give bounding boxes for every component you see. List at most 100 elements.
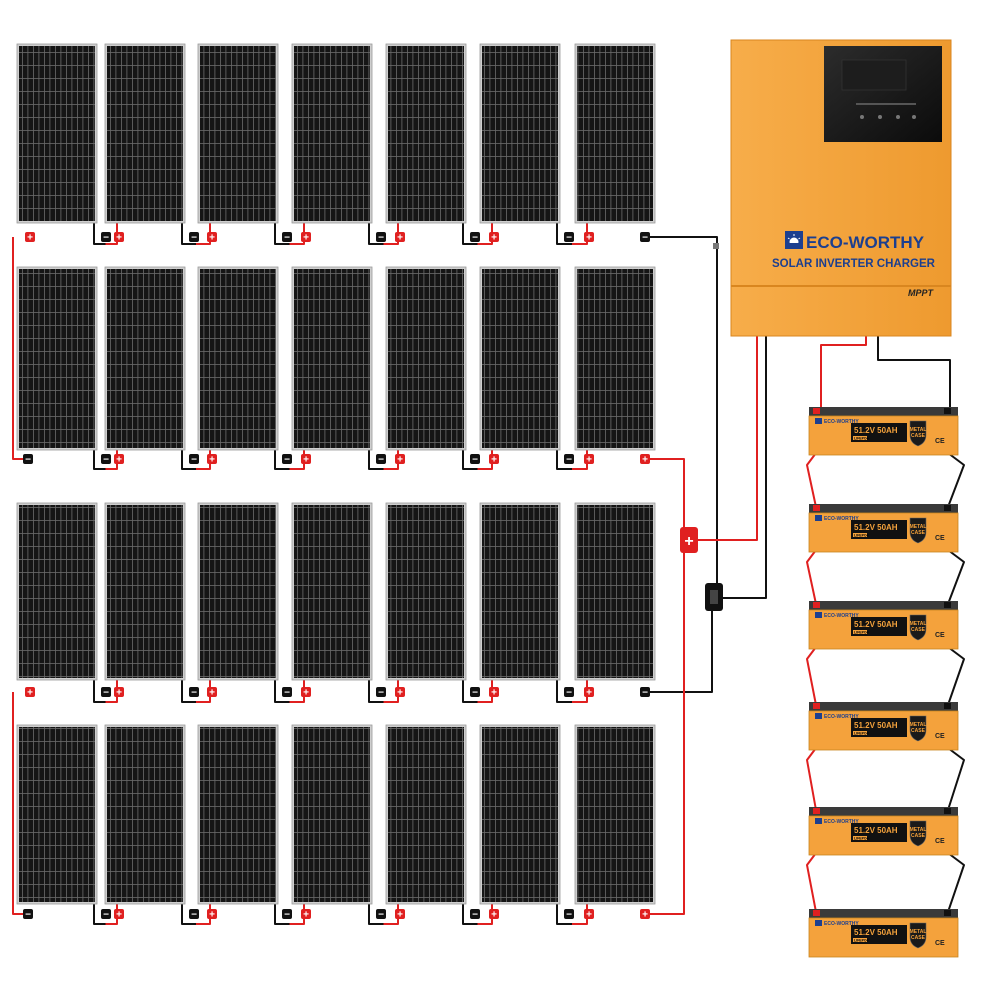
positive-connector: + [114, 687, 124, 699]
minus-sign: − [284, 233, 290, 244]
ce-mark: CE [935, 535, 945, 542]
connector-body [101, 232, 111, 242]
minus-sign: − [103, 455, 109, 466]
plus-sign: + [586, 455, 592, 466]
positive-connector: + [301, 232, 311, 244]
plus-sign: + [586, 910, 592, 921]
ce-mark: CE [935, 838, 945, 845]
ce-mark: CE [935, 733, 945, 740]
plus-sign: + [209, 455, 215, 466]
series-link-negative [368, 448, 384, 470]
positive-connector: + [207, 454, 217, 466]
mppt-mark: MPPT [908, 288, 935, 298]
connector-body [282, 909, 292, 919]
negative-connector: − [470, 454, 480, 466]
battery-parallel-negative [947, 549, 965, 605]
minus-sign: − [642, 233, 648, 244]
minus-sign: − [284, 910, 290, 921]
ce-mark: CE [935, 438, 945, 445]
row3-row4-jumper [12, 692, 25, 915]
connector-body [470, 687, 480, 697]
plus-sign: + [397, 455, 403, 466]
series-link-negative [368, 902, 384, 925]
negative-connector: − [376, 687, 386, 699]
series-link-negative [462, 221, 478, 245]
series-link-positive [383, 678, 399, 703]
minus-sign: − [378, 455, 384, 466]
solar-panel [16, 266, 98, 451]
minus-sign: − [642, 688, 648, 699]
ce-mark: CE [935, 940, 945, 947]
series-link-negative [556, 902, 572, 925]
solar-panel [16, 724, 98, 905]
plus-sign: + [491, 910, 497, 921]
series-link-negative [181, 221, 196, 245]
battery-parallel-negative [947, 452, 965, 508]
array-negative-1 [649, 236, 718, 590]
plus-sign: + [209, 688, 215, 699]
connector-body [564, 687, 574, 697]
row1-row2-jumper [12, 237, 25, 460]
solar-panel [479, 266, 561, 451]
branch-window [710, 590, 718, 604]
positive-connector: + [584, 909, 594, 921]
battery-lid [809, 909, 958, 918]
negative-connector: − [282, 909, 292, 921]
negative-connector: − [101, 909, 111, 921]
shield-text-metal: METAL [910, 827, 927, 833]
series-link-positive [105, 221, 118, 245]
sun-logo-icon [815, 515, 822, 521]
connector-body [101, 454, 111, 464]
battery-brand: ECO-WORTHY [824, 819, 859, 825]
positive-connector: + [584, 232, 594, 244]
plus-sign: + [116, 455, 122, 466]
battery-positive-terminal [813, 703, 820, 709]
panel-cells [107, 269, 183, 448]
connector-body [395, 454, 405, 464]
plus-sign: + [684, 533, 693, 550]
battery-parallel-positive [806, 852, 817, 913]
series-link-negative [274, 448, 290, 470]
positive-connector: + [584, 687, 594, 699]
positive-connector: + [25, 687, 35, 699]
minus-sign: − [191, 688, 197, 699]
battery-spec-label: 51.2V 50AH [854, 620, 898, 629]
inverter-button [896, 115, 900, 119]
positive-connector: + [395, 454, 405, 466]
panel-cells [577, 727, 653, 902]
connector-body [470, 232, 480, 242]
plus-sign: + [491, 688, 497, 699]
battery-spec-label: 51.2V 50AH [854, 426, 898, 435]
panel-cells [107, 46, 183, 221]
battery-parallel-positive [806, 747, 817, 811]
series-link-negative [93, 221, 106, 245]
connector-body [489, 687, 499, 697]
series-link-negative [93, 678, 106, 703]
plus-sign: + [397, 910, 403, 921]
solar-panel [574, 43, 656, 224]
positive-connector: + [395, 232, 405, 244]
solar-panel [16, 43, 98, 224]
negative-connector: − [564, 687, 574, 699]
sun-logo-icon [785, 231, 803, 249]
battery-brand: ECO-WORTHY [824, 714, 859, 720]
connector-body [395, 909, 405, 919]
battery-positive-terminal [813, 910, 820, 916]
negative-connector: − [376, 232, 386, 244]
solar-panel [479, 724, 561, 905]
minus-sign: − [284, 455, 290, 466]
battery-parallel-negative [947, 646, 965, 706]
plus-sign: + [209, 910, 215, 921]
connector-body [189, 454, 199, 464]
panel-cells [577, 269, 653, 448]
sun-logo-icon [815, 920, 822, 926]
panel-cells [19, 727, 95, 902]
sun-logo-icon [815, 818, 822, 824]
series-link-negative [181, 678, 196, 703]
series-link-positive [572, 678, 588, 703]
connector-body [376, 687, 386, 697]
negative-connector: − [282, 454, 292, 466]
series-link-negative [274, 678, 290, 703]
